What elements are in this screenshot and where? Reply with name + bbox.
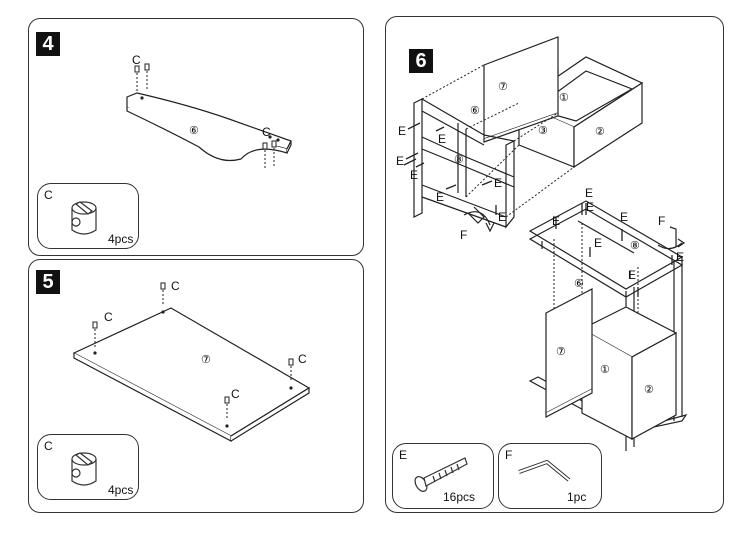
hardware-count: 1pc [567,490,587,504]
rotate-arrow-icon [463,206,495,233]
callout-e: E [494,176,503,190]
hardware-letter: C [44,188,53,202]
hardware-letter: C [44,439,53,453]
callout-c: C [298,352,307,366]
svg-text:⑦: ⑦ [498,81,508,93]
panel-part [72,307,311,442]
cabinet-box-lower [545,288,678,441]
allen-key-icon [518,460,571,482]
svg-text:⑥: ⑥ [470,105,480,117]
step-5-drawing: ⑦ [72,282,311,442]
c-fitting-icon [92,282,294,420]
svg-text:③: ③ [538,125,548,137]
step-number: 6 [409,49,433,73]
callout-e: E [436,190,445,204]
callout-e: E [552,214,561,228]
hardware-box-e: E 16pcs [392,443,494,509]
hardware-box-f: F 1pc [498,443,602,509]
hardware-letter: F [505,448,513,462]
part-label: ⑥ [189,125,199,137]
rail-part [126,92,292,162]
cam-lock-icon [71,201,97,235]
svg-text:⑧: ⑧ [454,154,464,166]
hardware-count: 4pcs [108,232,134,246]
callout-e: E [396,154,405,168]
step-6-panel: 6 ① ③ ② ⑦ ⑥ [385,16,724,513]
svg-text:①: ① [600,364,610,376]
callout-e: E [594,236,603,250]
hardware-box-c: C 4pcs [37,434,139,500]
callout-c: C [104,310,113,324]
callout-c: C [262,125,271,139]
callout-e: E [620,210,629,224]
step-4-drawing: ⑥ [126,63,292,169]
step-number: 5 [36,270,60,294]
hardware-letter: E [399,448,408,462]
callout-c: C [231,387,240,401]
callout-c: C [132,53,141,67]
bolt-icon [403,122,497,215]
part-label: ⑦ [201,354,211,366]
cabinet-box-upper [483,36,644,169]
cam-lock-icon [71,452,97,486]
allen-key-rotate-icon [657,226,686,250]
callout-e: E [585,186,594,200]
svg-text:①: ① [559,92,569,104]
callout-e: E [410,168,419,182]
callout-f: F [658,214,666,228]
step-4-panel: 4 ⑥ C C C [28,18,364,256]
svg-text:⑧: ⑧ [630,240,640,252]
callout-e: E [398,124,407,138]
step-number: 4 [36,32,60,56]
callout-e: E [676,250,685,264]
svg-text:⑥: ⑥ [574,278,584,290]
hardware-count: 4pcs [108,483,134,497]
bolt-screw-icon [414,457,468,492]
callout-c: C [171,279,180,293]
hardware-box-c: C 4pcs [37,183,139,249]
hardware-count: 16pcs [443,490,476,504]
callout-e: E [586,200,595,214]
callout-e: E [438,132,447,146]
svg-text:②: ② [595,126,605,138]
c-fitting-icon [134,63,277,169]
bolt-icon [555,203,673,297]
callout-e: E [628,268,637,282]
metal-frame-upper [413,98,515,229]
svg-text:②: ② [644,384,654,396]
svg-text:⑦: ⑦ [556,346,566,358]
callout-e: E [498,210,507,224]
step-5-panel: 5 ⑦ C C C C C [28,259,364,513]
callout-f: F [460,228,468,242]
step-6-drawing: ① ③ ② ⑦ ⑥ ⑧ [403,36,688,451]
